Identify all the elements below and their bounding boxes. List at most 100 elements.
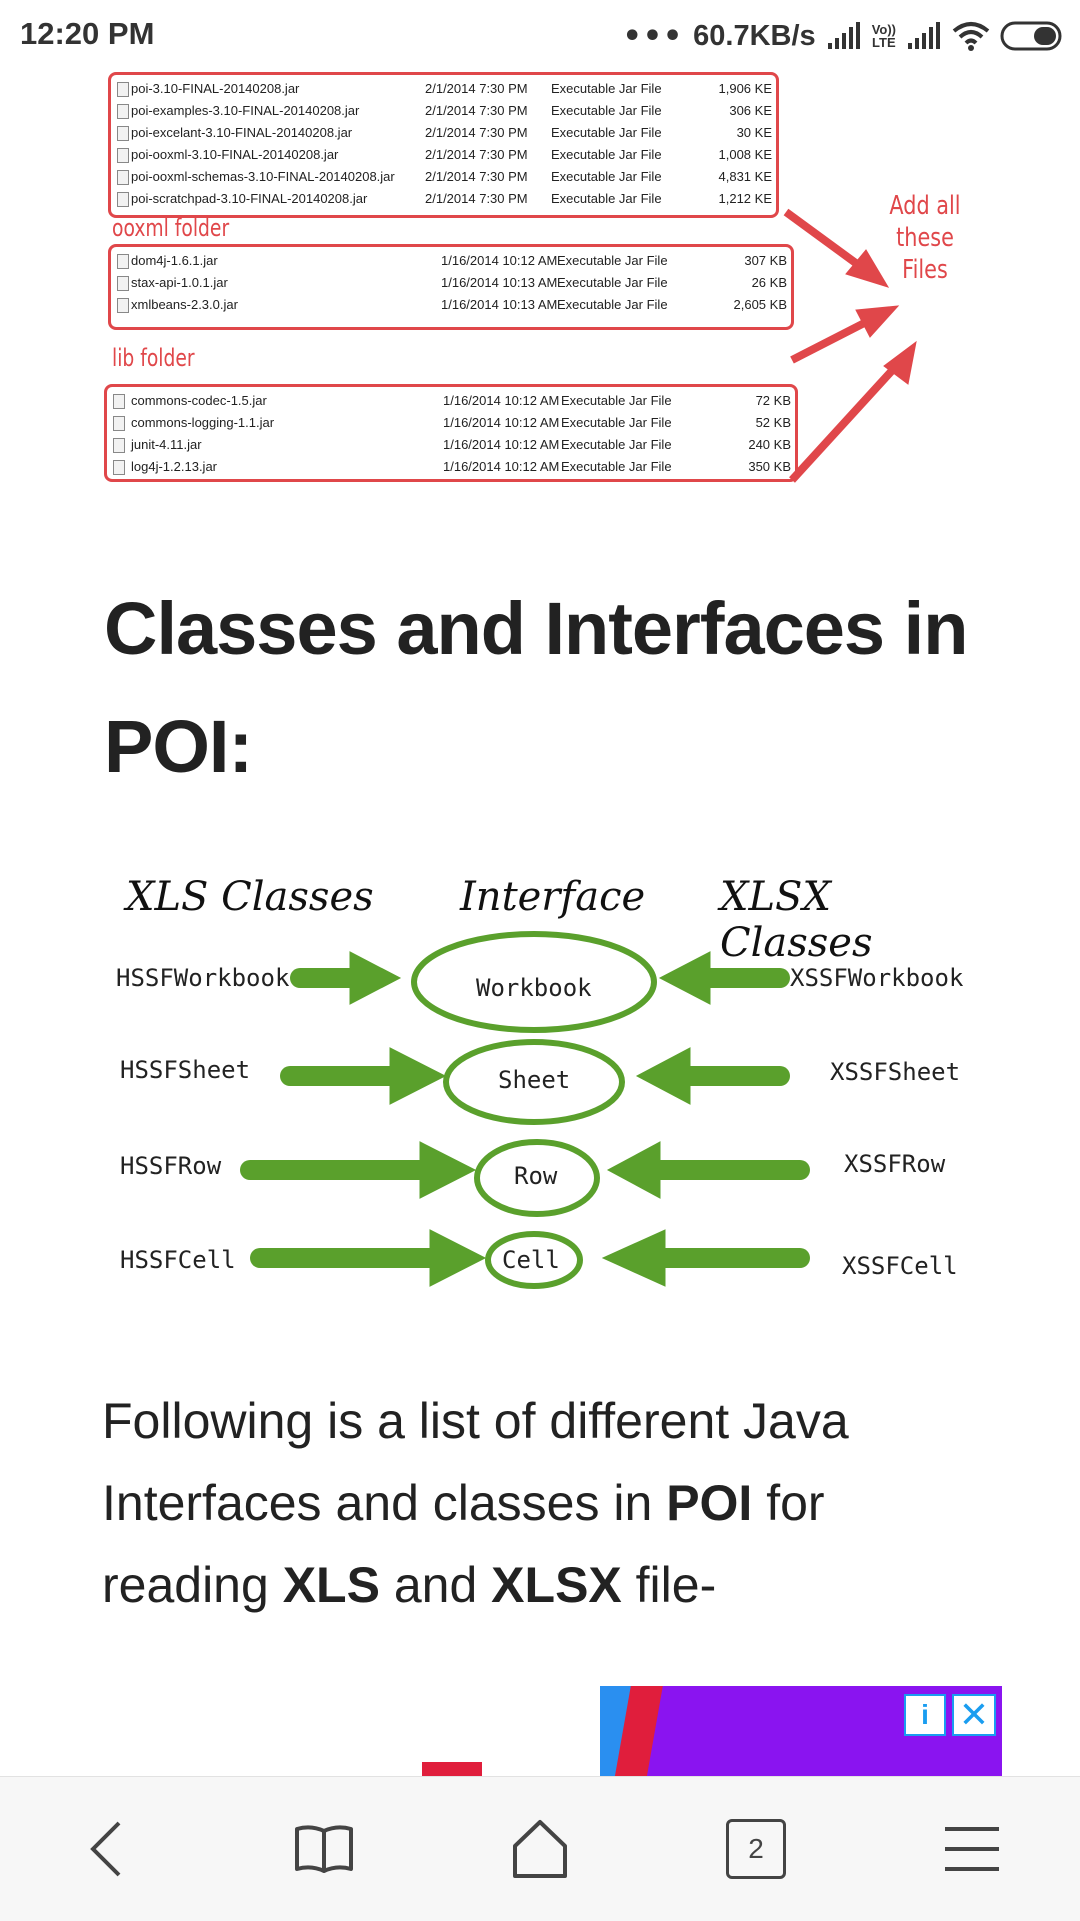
file-row: poi-ooxml-schemas-3.10-FINAL-20140208.ja…: [111, 166, 776, 188]
sheet-interface-label: Sheet: [498, 1066, 571, 1094]
file-size: 307 KB: [744, 253, 787, 268]
file-name: xmlbeans-2.3.0.jar: [131, 297, 238, 312]
row-interface-label: Row: [514, 1162, 558, 1190]
xlsx-classes-title: XLSX Classes: [720, 874, 873, 966]
file-type: Executable Jar File: [551, 169, 662, 184]
xssf-row-label: XSSFRow: [844, 1150, 946, 1178]
file-size: 350 KB: [748, 459, 791, 474]
file-size: 72 KB: [755, 393, 791, 408]
file-size: 1,906 KE: [718, 81, 773, 96]
jar-file-icon: [117, 276, 129, 291]
jar-file-icon: [117, 192, 129, 207]
file-name: poi-scratchpad-3.10-FINAL-20140208.jar: [131, 191, 368, 206]
jar-file-icon: [117, 126, 129, 141]
ad-banner[interactable]: i ✕: [600, 1686, 1002, 1776]
file-size: 26 KB: [751, 275, 787, 290]
hssf-row-label: HSSFRow: [120, 1152, 222, 1180]
battery-icon: [1000, 21, 1062, 51]
file-name: dom4j-1.6.1.jar: [131, 253, 218, 268]
tabs-icon: 2: [726, 1819, 786, 1879]
file-name: poi-excelant-3.10-FINAL-20140208.jar: [131, 125, 353, 140]
wifi-icon: [952, 22, 990, 51]
xssf-sheet-label: XSSFSheet: [830, 1058, 961, 1086]
jar-file-icon: [117, 148, 129, 163]
hssf-cell-label: HSSFCell: [120, 1246, 236, 1274]
back-button[interactable]: [0, 1777, 216, 1921]
file-name: log4j-1.2.13.jar: [131, 459, 217, 474]
file-type: Executable Jar File: [551, 147, 662, 162]
file-size: 240 KB: [748, 437, 791, 452]
file-name: poi-examples-3.10-FINAL-20140208.jar: [131, 103, 360, 118]
file-date: 1/16/2014 10:12 AM: [443, 393, 560, 408]
file-date: 1/16/2014 10:12 AM: [443, 459, 560, 474]
file-type: Executable Jar File: [561, 415, 672, 430]
file-type: Executable Jar File: [551, 191, 662, 206]
jar-file-icon: [117, 254, 129, 269]
file-date: 1/16/2014 10:12 AM: [441, 253, 558, 268]
menu-button[interactable]: [864, 1777, 1080, 1921]
tabs-button[interactable]: 2: [648, 1777, 864, 1921]
file-date: 2/1/2014 7:30 PM: [425, 191, 528, 206]
browser-bottom-nav: 2: [0, 1776, 1080, 1921]
file-name: commons-codec-1.5.jar: [131, 393, 267, 408]
file-size: 1,008 KE: [718, 147, 773, 162]
poi-classes-diagram: XLS Classes Interface XLSX Classes HSSFW…: [100, 860, 980, 1310]
jar-files-image: poi-3.10-FINAL-20140208.jar 2/1/2014 7:30…: [100, 72, 1000, 492]
status-time: 12:20 PM: [20, 16, 155, 51]
intro-paragraph: Following is a list of different Java In…: [102, 1393, 849, 1613]
file-row: poi-examples-3.10-FINAL-20140208.jar 2/1/…: [111, 100, 776, 122]
volte-icon: Vo))LTE: [871, 22, 896, 50]
ad-red-block: [422, 1762, 482, 1778]
file-name: commons-logging-1.1.jar: [131, 415, 275, 430]
add-all-files-note: Add all these Files: [889, 191, 961, 285]
network-speed: 60.7KB/s: [693, 19, 816, 52]
file-date: 1/16/2014 10:13 AM: [441, 275, 558, 290]
file-size: 306 KE: [729, 103, 772, 118]
file-row: poi-excelant-3.10-FINAL-20140208.jar 2/1/…: [111, 122, 776, 144]
home-button[interactable]: [432, 1777, 648, 1921]
diagram-arrows: [240, 931, 810, 1289]
ooxml-folder-label: ooxml folder: [112, 214, 230, 242]
file-size: 4,831 KE: [718, 169, 773, 184]
file-name: poi-ooxml-3.10-FINAL-20140208.jar: [131, 147, 339, 162]
xls-classes-title: XLS Classes: [126, 874, 374, 920]
ad-close-icon[interactable]: ✕: [952, 1694, 996, 1736]
back-icon: [90, 1821, 121, 1877]
file-type: Executable Jar File: [557, 275, 668, 290]
file-size: 1,212 KE: [718, 191, 773, 206]
lib-folder-label: lib folder: [112, 344, 195, 372]
jar-file-icon: [117, 298, 129, 313]
bookmarks-button[interactable]: [216, 1777, 432, 1921]
xlsx-bold: XLSX: [491, 1557, 622, 1613]
file-type: Executable Jar File: [561, 437, 672, 452]
file-type: Executable Jar File: [551, 81, 662, 96]
menu-icon: [945, 1827, 999, 1871]
file-date: 2/1/2014 7:30 PM: [425, 103, 528, 118]
file-date: 1/16/2014 10:13 AM: [441, 297, 558, 312]
status-indicators: ••• 60.7KB/s Vo))LTE: [623, 14, 1064, 58]
jar-file-icon: [113, 438, 125, 453]
poi-jars-box: poi-3.10-FINAL-20140208.jar 2/1/2014 7:30…: [108, 72, 779, 218]
file-name: poi-3.10-FINAL-20140208.jar: [131, 81, 300, 96]
jar-file-icon: [113, 394, 125, 409]
file-date: 2/1/2014 7:30 PM: [425, 125, 528, 140]
file-type: Executable Jar File: [551, 103, 662, 118]
hssf-sheet-label: HSSFSheet: [120, 1056, 251, 1084]
ad-info-icon[interactable]: i: [904, 1694, 946, 1736]
xssf-workbook-label: XSSFWorkbook: [790, 964, 964, 992]
file-size: 2,605 KB: [733, 297, 788, 312]
red-arrows: [783, 208, 917, 483]
hssf-workbook-label: HSSFWorkbook: [116, 964, 290, 992]
file-type: Executable Jar File: [557, 297, 668, 312]
ooxml-jars-box: dom4j-1.6.1.jar 1/16/2014 10:12 AM Executa…: [108, 244, 794, 330]
cell-interface-label: Cell: [502, 1246, 560, 1274]
